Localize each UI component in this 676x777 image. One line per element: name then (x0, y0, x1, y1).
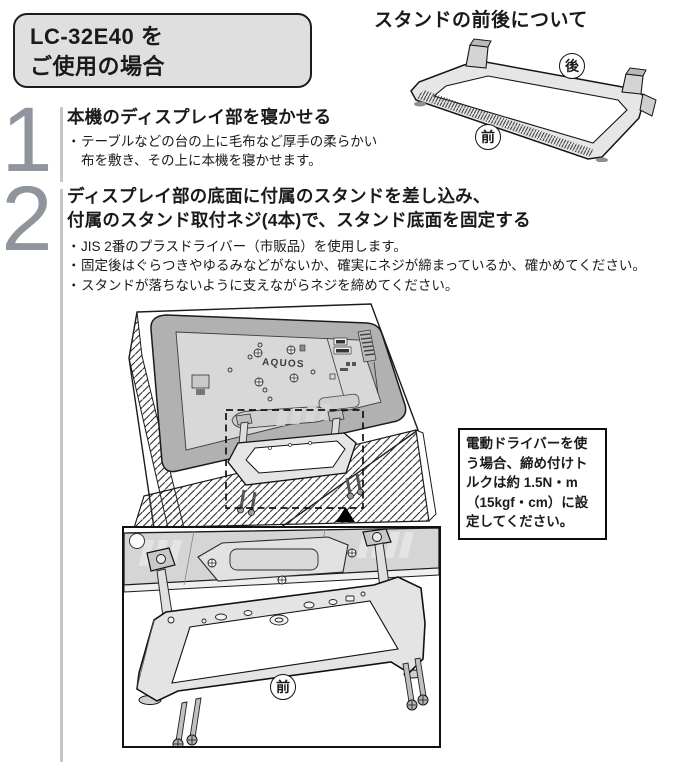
screw-holes (207, 548, 357, 585)
tv-back: AQUOS (150, 314, 407, 473)
stand-frame (136, 542, 426, 705)
step-2-heading: ディスプレイ部の底面に付属のスタンドを差し込み、 付属のスタンド取付ネジ(4本)… (67, 186, 531, 230)
stand-foot (596, 157, 608, 162)
model-label: LC-32E40 を ご使用の場合 (30, 24, 166, 79)
stand-back-label: 後 (559, 53, 585, 79)
stand-screws (172, 657, 429, 746)
stand-rail-details (167, 591, 366, 626)
model-header-box: LC-32E40 を ご使用の場合 (13, 13, 312, 88)
tv-back-panel (175, 331, 382, 451)
corner-hole (129, 533, 145, 549)
bullet-dot: ・ (67, 277, 81, 293)
step-1-divider (60, 107, 63, 182)
stand-right-post (621, 67, 647, 95)
step-1-number: 1 (1, 89, 53, 191)
bullet-item: ・ 固定後はぐらつきやゆるみなどがないか、確実にネジが締まっているか、確かめてく… (67, 256, 646, 275)
left-module (191, 374, 210, 395)
bullet-item: ・ スタンドが落ちないように支えながらネジを締めてください。 (67, 276, 646, 295)
stand-left-post (465, 38, 492, 69)
lock-slot (299, 344, 306, 352)
tv-brand-text: AQUOS (262, 357, 305, 370)
bullet-item: ・ JIS 2番のプラスドライバー（市販品）を使用します。 (67, 237, 646, 256)
zoom-highlight-dashed-box (225, 409, 364, 509)
table-right-face (415, 429, 437, 523)
stand-being-inserted (227, 409, 364, 516)
step-2-divider (60, 189, 63, 762)
zoom-pointer-triangle (336, 507, 355, 522)
tv-stand-attach-illustration: AQUOS (128, 303, 437, 528)
bullet-dot: ・ (67, 258, 81, 274)
stand-screw-closeup-illustration (124, 528, 439, 746)
screw-holes (227, 342, 316, 402)
stand-front-rib-texture (416, 90, 595, 157)
stand-foot (414, 101, 426, 107)
step-1-heading: 本機のディスプレイ部を寝かせる (67, 107, 332, 127)
stand-frame (410, 60, 657, 162)
stand-guide-title: スタンドの前後について (374, 10, 588, 31)
step-2-number: 2 (1, 168, 53, 270)
bullet-dot: ・ (67, 134, 81, 149)
tv-bottom-edge (124, 528, 439, 593)
stand-front-label: 前 (475, 124, 501, 150)
table-left-face (128, 311, 185, 528)
stand-screws (237, 473, 364, 516)
closeup-illustration-box (122, 526, 441, 748)
ghost-lettering (276, 404, 332, 426)
handle-recess (197, 536, 349, 582)
step-2-bullets: ・ JIS 2番のプラスドライバー（市販品）を使用します。 ・ 固定後はぐらつき… (67, 237, 646, 295)
bullet-item: ・ テーブルなどの台の上に毛布など厚手の柔らかい 布を敷き、その上に本機を寝かせ… (67, 132, 377, 171)
closeup-front-label: 前 (270, 674, 296, 700)
stand-orientation-illustration (410, 38, 657, 162)
step-1-bullets: ・ テーブルなどの台の上に毛布など厚手の柔らかい 布を敷き、その上に本機を寝かせ… (67, 132, 377, 171)
stand-brackets (146, 528, 392, 572)
torque-note-text: 電動ドライバーを使 う場合、締め付けト ルクは約 1.5N・m （15kgf・c… (466, 436, 589, 530)
bullet-dot: ・ (67, 239, 81, 254)
connector-panel (329, 329, 379, 395)
torque-note-box: 電動ドライバーを使 う場合、締め付けト ルクは約 1.5N・m （15kgf・c… (458, 428, 607, 540)
